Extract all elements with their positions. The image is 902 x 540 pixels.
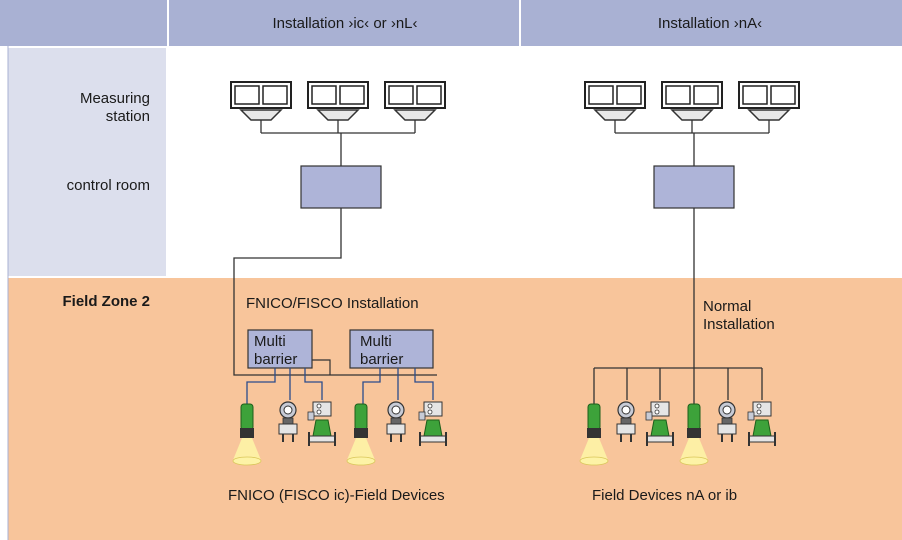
left-barrier-2: Multi barrier [349,329,434,369]
zone-column-upper [8,48,166,276]
workstation-monitor-icon [738,81,800,121]
left-controller-box [300,165,382,209]
workstation-monitor-icon [661,81,723,121]
workstation-monitor-icon [584,81,646,121]
right-workstation-group [584,81,800,121]
zone-label-measuring-station-line1: Measuring [80,90,150,107]
zone-label-field-zone: Field Zone 2 [62,293,150,310]
right-controller-box [653,165,735,209]
left-workstation-group [230,81,446,121]
svg-text:Multi: Multi [360,333,392,350]
workstation-monitor-icon [230,81,292,121]
svg-text:Multi: Multi [254,333,286,350]
left-devices-label: FNICO (FISCO ic)-Field Devices [228,487,445,504]
right-installation-label-line1: Normal [703,298,751,315]
zone-label-measuring-station-line2: station [106,108,150,125]
workstation-monitor-icon [307,81,369,121]
header-left-cell [8,0,168,46]
zone-label-control-room: control room [67,177,150,194]
svg-text:barrier: barrier [254,351,297,368]
svg-text:barrier: barrier [360,351,403,368]
left-installation-label: FNICO/FISCO Installation [246,295,419,312]
header-col1-title: Installation ›ic‹ or ›nL‹ [272,15,417,32]
workstation-monitor-icon [384,81,446,121]
header-col2-title: Installation ›nA‹ [658,15,762,32]
left-barrier-1: Multi barrier [247,329,313,369]
right-devices-label: Field Devices nA or ib [592,487,737,504]
right-installation-label-line2: Installation [703,316,775,333]
